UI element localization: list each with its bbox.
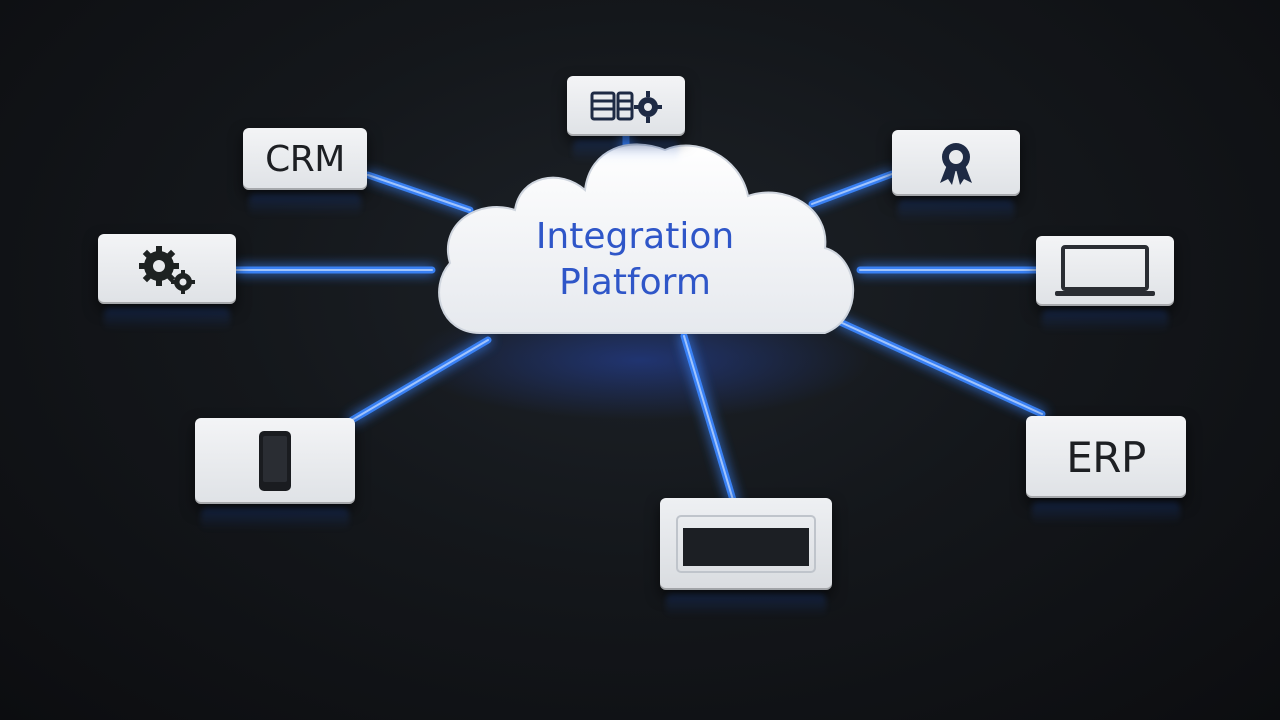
crm-label: CRM bbox=[265, 138, 345, 180]
erp-label: ERP bbox=[1066, 432, 1146, 482]
card-window-icon bbox=[673, 512, 819, 576]
interface-node bbox=[660, 498, 832, 590]
database-gear-icon bbox=[588, 85, 664, 127]
laptop-icon bbox=[1053, 243, 1157, 299]
certification-node bbox=[892, 130, 1020, 196]
platform-title-line1: Integration bbox=[535, 216, 735, 257]
desktop-node bbox=[1036, 236, 1174, 306]
gears-icon bbox=[135, 244, 199, 294]
award-ribbon-icon bbox=[936, 141, 976, 185]
smartphone-icon bbox=[253, 429, 297, 493]
mobile-node bbox=[195, 418, 355, 504]
automation-node bbox=[98, 234, 236, 304]
erp-node: ERP bbox=[1026, 416, 1186, 498]
platform-title: Integration Platform bbox=[420, 214, 850, 306]
platform-title-line2: Platform bbox=[559, 262, 711, 303]
data-services-node bbox=[567, 76, 685, 136]
integration-platform-cloud: Integration Platform bbox=[420, 128, 870, 348]
crm-node: CRM bbox=[243, 128, 367, 190]
